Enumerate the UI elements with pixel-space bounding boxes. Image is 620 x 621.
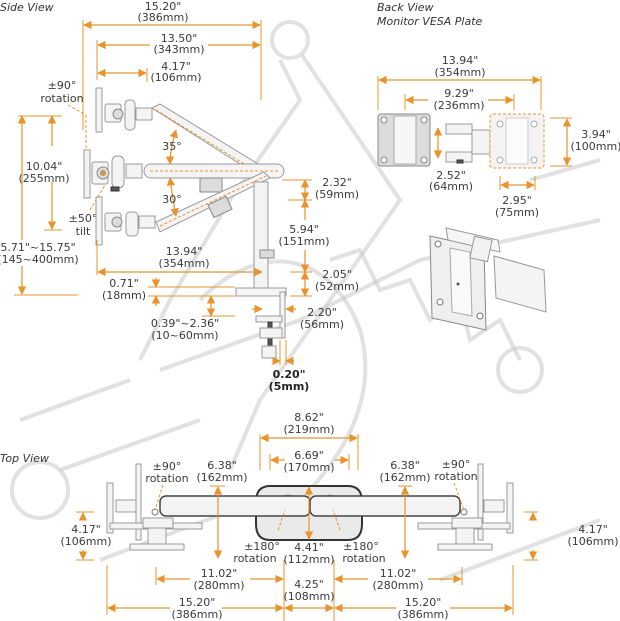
top-left-arm-in: 11.02" bbox=[201, 567, 238, 580]
top-right-arm-rotation-label: rotation bbox=[342, 552, 385, 565]
top-base-outer-in: 8.62" bbox=[294, 411, 324, 424]
top-base-depth-mm: (112mm) bbox=[283, 553, 334, 566]
top-left-plate-mm: (106mm) bbox=[60, 535, 111, 548]
side-clamp-range-in: 0.39"~2.36" bbox=[151, 317, 219, 330]
top-right-arm-rotation-deg: ±180° bbox=[343, 540, 379, 553]
top-left-total-mm: (386mm) bbox=[171, 608, 222, 621]
monitor-plate-top-left bbox=[106, 482, 114, 534]
pole bbox=[253, 181, 269, 291]
top-right-plate-mm: (106mm) bbox=[567, 535, 618, 548]
top-base-depth-in: 4.41" bbox=[294, 541, 324, 554]
vesa-plate-isometric bbox=[429, 227, 547, 331]
top-right-rotation-label: rotation bbox=[434, 470, 477, 483]
side-arm-reach-in: 13.50" bbox=[161, 32, 198, 45]
monitor-plate-middle bbox=[83, 149, 91, 199]
back-plate-height-in: 3.94" bbox=[581, 128, 611, 141]
top-view: 8.62" (219mm) 6.69" (170mm) bbox=[60, 411, 619, 621]
top-right-total-in: 15.20" bbox=[405, 596, 442, 609]
side-pole-base-mm: (52mm) bbox=[315, 280, 359, 293]
side-arm-reach-mm: (343mm) bbox=[153, 43, 204, 56]
side-overall-width-mm: (386mm) bbox=[137, 11, 188, 24]
top-left-depth-in: 6.38" bbox=[207, 459, 237, 472]
back-arm-height-in: 2.52" bbox=[436, 169, 466, 182]
side-base-thickness-mm: (18mm) bbox=[102, 289, 146, 302]
top-left-rotation-deg: ±90° bbox=[153, 460, 182, 473]
side-angle-down: 30° bbox=[162, 193, 182, 206]
side-clamp-lip-in: 0.20" bbox=[273, 368, 306, 381]
side-arm-length-in: 13.94" bbox=[166, 245, 203, 258]
top-right-total-mm: (386mm) bbox=[397, 608, 448, 621]
side-height-range-mm: (145~400mm) bbox=[0, 253, 79, 266]
top-right-arm-mm: (280mm) bbox=[372, 579, 423, 592]
top-left-arm-rotation-label: rotation bbox=[233, 552, 276, 565]
side-vert-range-mm: (255mm) bbox=[18, 172, 69, 185]
side-base-thickness-in: 0.71" bbox=[109, 277, 139, 290]
side-pole-mid-mm: (151mm) bbox=[278, 235, 329, 248]
side-monitor-offset-mm: (106mm) bbox=[150, 71, 201, 84]
clamp-top bbox=[255, 315, 283, 323]
clamp-knob bbox=[261, 345, 277, 359]
back-arm-height-mm: (64mm) bbox=[429, 180, 473, 193]
side-rotation-deg: ±90° bbox=[48, 79, 77, 92]
back-plate-height-mm: (100mm) bbox=[570, 140, 620, 153]
side-rotation-label: rotation bbox=[40, 92, 83, 105]
top-left-total-in: 15.20" bbox=[179, 596, 216, 609]
top-left-arm-rotation-deg: ±180° bbox=[244, 540, 280, 553]
side-view-title: Side View bbox=[0, 1, 54, 14]
arm-right-top bbox=[309, 495, 461, 517]
arm-left-top bbox=[159, 495, 311, 517]
top-right-plate-in: 4.17" bbox=[578, 523, 608, 536]
side-angle-up: 35° bbox=[162, 140, 182, 153]
monitor-plate-lower bbox=[95, 196, 103, 246]
back-inner-width-in: 9.29" bbox=[444, 87, 474, 100]
top-base-inner-mm: (170mm) bbox=[283, 461, 334, 474]
back-vesa-75-in: 2.95" bbox=[502, 194, 532, 207]
back-vesa-75-mm: (75mm) bbox=[495, 206, 539, 219]
vesa-plate-title: Monitor VESA Plate bbox=[377, 15, 483, 28]
back-view-title: Back View bbox=[377, 1, 434, 14]
top-right-depth-in: 6.38" bbox=[390, 459, 420, 472]
top-center-gap-mm: (108mm) bbox=[283, 590, 334, 603]
side-vert-range-in: 10.04" bbox=[26, 160, 63, 173]
top-left-depth-mm: (162mm) bbox=[196, 471, 247, 484]
side-pole-base-in: 2.05" bbox=[322, 268, 352, 281]
side-clamp-range-mm: (10~60mm) bbox=[151, 329, 218, 342]
base-plate bbox=[235, 287, 287, 297]
back-inner-width-mm: (236mm) bbox=[433, 99, 484, 112]
side-tilt-label: tilt bbox=[76, 225, 91, 238]
top-left-plate-in: 4.17" bbox=[71, 523, 101, 536]
side-height-range-in: 5.71"~15.75" bbox=[0, 241, 75, 254]
side-overall-width-in: 15.20" bbox=[145, 0, 182, 13]
back-overall-width-mm: (354mm) bbox=[434, 66, 485, 79]
top-right-arm-in: 11.02" bbox=[380, 567, 417, 580]
top-right-depth-mm: (162mm) bbox=[379, 471, 430, 484]
top-right-rotation-deg: ±90° bbox=[442, 458, 471, 471]
side-monitor-offset-in: 4.17" bbox=[161, 60, 191, 73]
top-view-title: Top View bbox=[0, 452, 49, 465]
side-clamp-lip-mm: (5mm) bbox=[269, 380, 310, 393]
monitor-plate-upper bbox=[95, 87, 103, 133]
side-tilt-deg: ±50° bbox=[69, 212, 98, 225]
top-base-outer-mm: (219mm) bbox=[283, 423, 334, 436]
top-left-rotation-label: rotation bbox=[145, 472, 188, 485]
side-arm-length-mm: (354mm) bbox=[158, 257, 209, 270]
side-pole-top-mm: (59mm) bbox=[315, 188, 359, 201]
side-clamp-depth-mm: (56mm) bbox=[300, 318, 344, 331]
top-left-arm-mm: (280mm) bbox=[193, 579, 244, 592]
top-center-gap-in: 4.25" bbox=[294, 578, 324, 591]
side-clamp-depth-in: 2.20" bbox=[307, 306, 337, 319]
side-pole-mid-in: 5.94" bbox=[289, 223, 319, 236]
back-view: 13.94" (354mm) 9.29" (236mm) 2.52" (64mm… bbox=[377, 54, 620, 331]
back-overall-width-in: 13.94" bbox=[442, 54, 479, 67]
monitor-plate-top-right bbox=[506, 482, 514, 534]
top-base-inner-in: 6.69" bbox=[294, 449, 324, 462]
side-view: 15.20" (386mm) 13.50" (343mm) 4.17" (106… bbox=[0, 0, 359, 393]
side-pole-top-in: 2.32" bbox=[322, 176, 352, 189]
